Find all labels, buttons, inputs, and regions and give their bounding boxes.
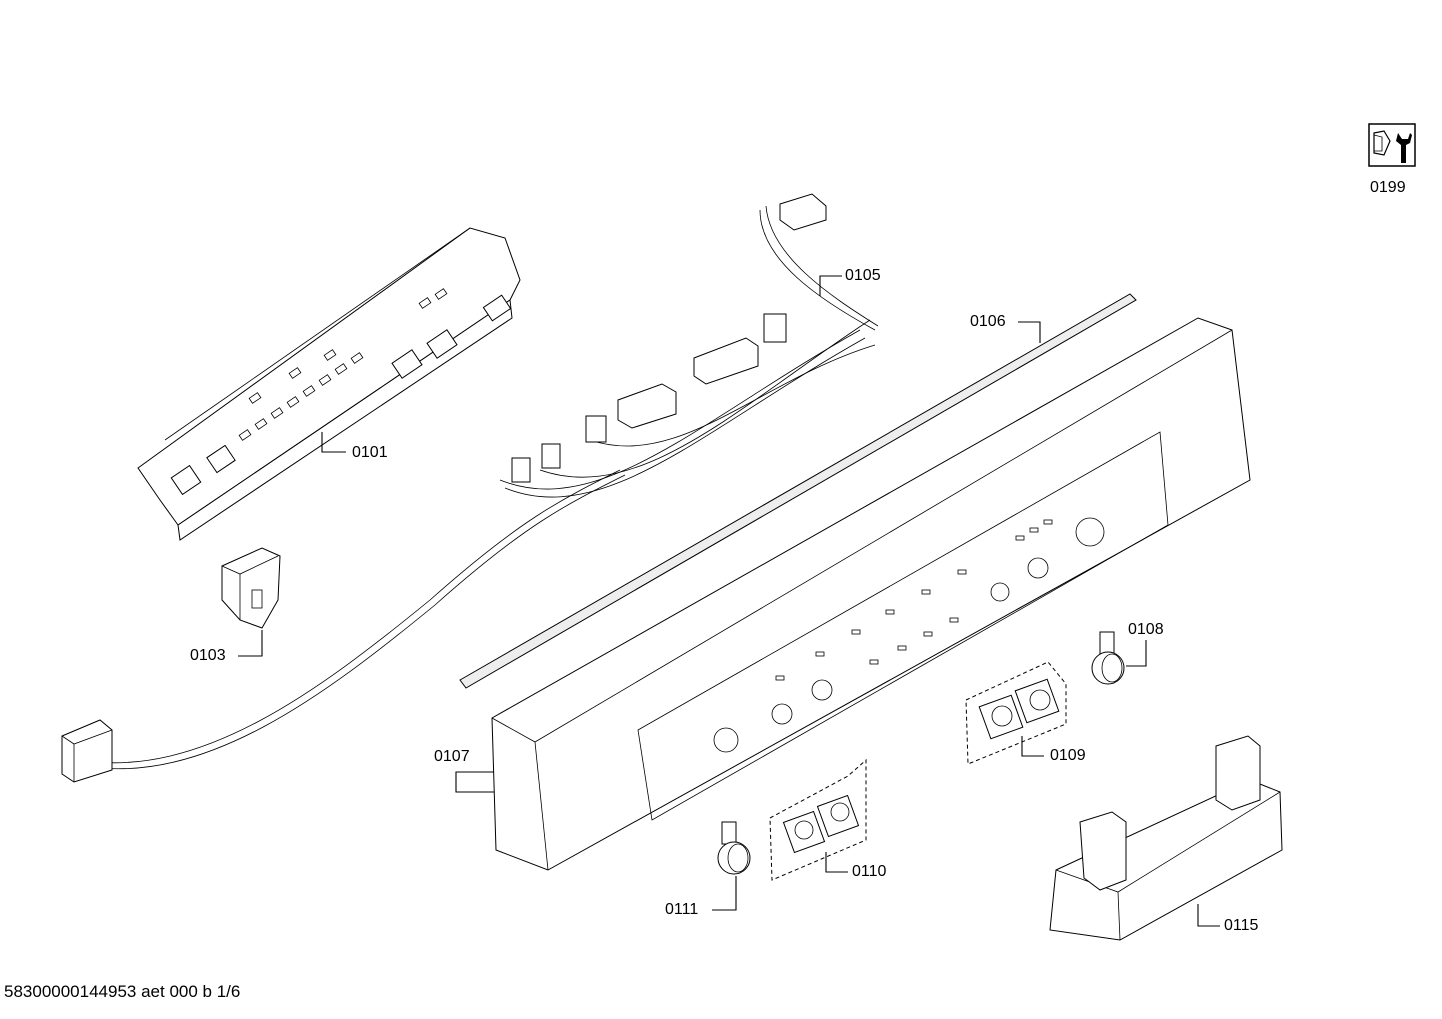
part-0105-wiring-harness	[61, 193, 879, 783]
part-0106-seal-strip	[459, 293, 1137, 689]
label-0111: 0111	[665, 901, 699, 918]
label-0103: 0103	[190, 647, 226, 664]
part-0101-control-module	[137, 227, 521, 541]
part-0108-knob	[1091, 631, 1147, 685]
label-0105: 0105	[845, 267, 881, 284]
label-0101: 0101	[352, 444, 388, 461]
label-0107: 0107	[434, 748, 470, 765]
label-0106: 0106	[970, 313, 1006, 330]
part-0115-bracket	[1049, 735, 1283, 941]
part-0110-button-pair	[769, 758, 867, 881]
part-0103-switch	[221, 547, 281, 657]
label-0109: 0109	[1050, 747, 1086, 764]
part-0111-knob	[712, 821, 751, 911]
label-0199: 0199	[1370, 179, 1406, 196]
label-0108: 0108	[1128, 621, 1164, 638]
part-0107-control-panel	[455, 317, 1251, 871]
label-0110: 0110	[852, 863, 887, 880]
part-0109-button-pair	[965, 661, 1067, 765]
wrench-nut-icon	[1368, 123, 1416, 167]
label-0115: 0115	[1224, 917, 1259, 934]
document-id-footer: 58300000144953 aet 000 b 1/6	[4, 982, 241, 1001]
